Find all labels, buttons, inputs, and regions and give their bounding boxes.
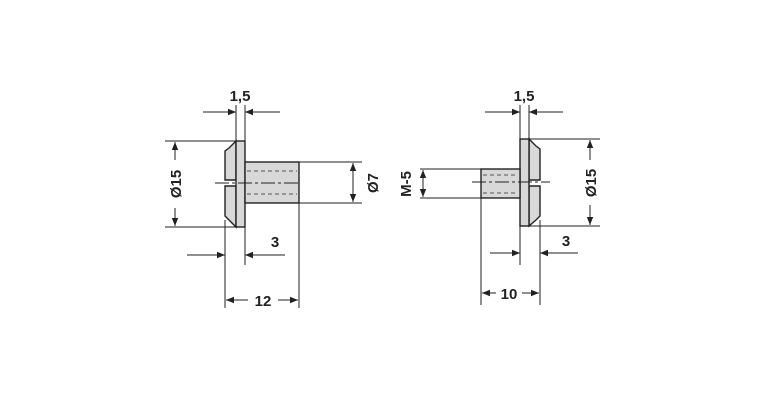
thread-size-label: M-5 [398, 171, 415, 197]
right-screw-drawing: 1,5 M-5 Ø15 3 10 [398, 88, 600, 305]
right-threaded-shank [480, 168, 521, 199]
left-head-thickness-label: 1,5 [230, 88, 251, 105]
right-total-length-label: 10 [501, 286, 518, 303]
left-head-diameter-label: Ø15 [168, 170, 185, 198]
left-head [235, 140, 246, 228]
left-head-width-label: 3 [271, 234, 279, 251]
left-total-length-label: 12 [255, 293, 272, 310]
right-head-thickness-label: 1,5 [514, 88, 535, 105]
right-head-diameter-label: Ø15 [583, 169, 600, 197]
left-screw-drawing: 1,5 Ø15 Ø7 3 12 [165, 88, 382, 310]
left-shank-diameter-label: Ø7 [365, 173, 382, 193]
left-head-chamfer [224, 139, 237, 229]
right-head-width-label: 3 [562, 233, 570, 250]
